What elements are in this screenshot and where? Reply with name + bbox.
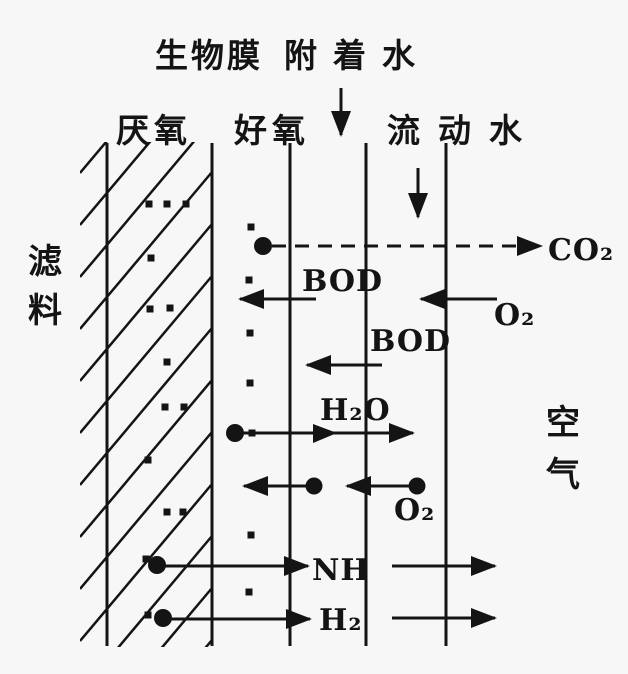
dot: [246, 379, 254, 387]
label-flowing-water: 流动水: [387, 111, 540, 150]
dot: [163, 508, 171, 516]
arrow-h2o-mid-head: [313, 424, 337, 443]
particle-dots: [142, 200, 256, 619]
dot: [163, 200, 171, 208]
label-filter-media: 滤料: [28, 242, 62, 331]
label-h2: H₂: [319, 603, 363, 638]
dot: [245, 276, 253, 284]
flow-arrows: [160, 88, 543, 629]
title-attached-water: 附着水: [284, 36, 431, 75]
dot: [247, 223, 255, 231]
dot: [245, 588, 253, 596]
label-h2o: H₂O: [320, 393, 391, 428]
label-anaerobic: 厌氧: [116, 111, 192, 150]
microbe-blob: [254, 237, 272, 255]
dot: [146, 305, 154, 313]
hatch-line: [204, 639, 213, 647]
dot: [161, 403, 169, 411]
microbe-blob: [226, 424, 244, 442]
label-bod-upper: BOD: [302, 264, 384, 299]
hatch-line: [80, 223, 213, 382]
dot: [144, 611, 152, 619]
label-co2: CO₂: [548, 233, 615, 268]
dot: [144, 456, 152, 464]
label-air: 空气: [546, 403, 580, 495]
dot: [142, 555, 150, 563]
label-nh: NH: [312, 553, 370, 588]
dot: [145, 200, 153, 208]
hatch-line: [80, 142, 152, 226]
zone-boundary-lines: [105, 143, 448, 646]
label-o2-lower: O₂: [394, 493, 436, 528]
hatch-line: [80, 142, 196, 278]
microbe-blobs: [148, 237, 426, 627]
dot: [163, 358, 171, 366]
hatch-line: [80, 431, 213, 590]
dot: [247, 531, 255, 539]
hatch-line: [80, 171, 213, 330]
dot: [179, 508, 187, 516]
hatch-line: [80, 142, 108, 174]
label-o2-upper: O₂: [494, 298, 536, 333]
dot: [182, 200, 190, 208]
hatch-line: [80, 275, 213, 434]
hatch-line: [80, 327, 213, 486]
dot: [246, 329, 254, 337]
microbe-blob: [148, 556, 166, 574]
microbe-blob: [154, 609, 172, 627]
dot: [166, 304, 174, 312]
dot: [180, 403, 188, 411]
title-biofilm: 生物膜: [155, 36, 263, 75]
hatch-line: [160, 587, 213, 647]
dot: [147, 254, 155, 262]
label-aerobic: 好氧: [234, 111, 310, 150]
label-bod-lower: BOD: [370, 324, 452, 359]
